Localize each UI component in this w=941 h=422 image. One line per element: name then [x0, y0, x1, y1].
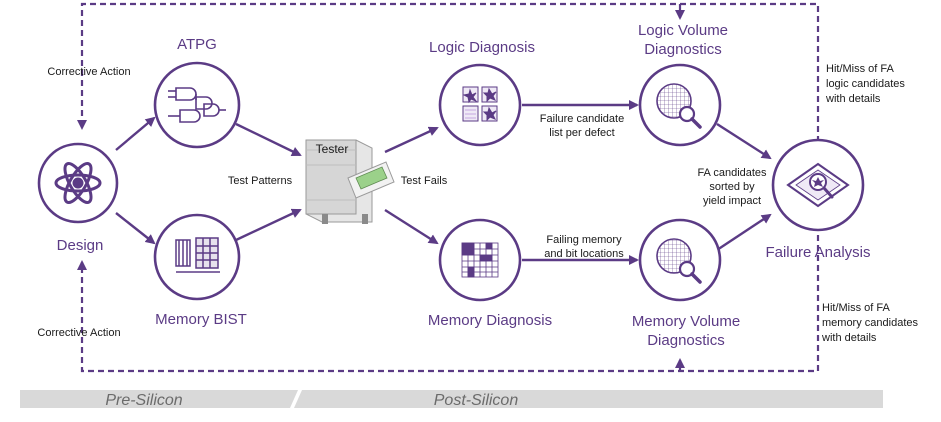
memory-feedback-path [77, 225, 820, 373]
hit-logic-line2: logic candidates [826, 78, 905, 90]
failure-analysis-icon [786, 162, 850, 208]
atpg-circle [153, 61, 241, 149]
pre-silicon-label: Pre-Silicon [105, 392, 182, 409]
memory-diagnosis-node: Memory Diagnosis [428, 218, 552, 329]
failure-candidate-line2: list per defect [549, 127, 614, 139]
logic-feedback-path [77, 2, 820, 142]
corrective-action-bottom: Corrective Action [37, 327, 120, 339]
logic-diagnosis-label: Logic Diagnosis [429, 39, 535, 56]
memory-volume-node: Memory Volume Diagnostics [632, 218, 740, 349]
failure-candidate-line1: Failure candidate [540, 113, 624, 125]
atom-icon [54, 162, 102, 204]
wafer-magnifier-icon [656, 83, 702, 129]
failure-analysis-node: Failure Analysis [765, 138, 871, 261]
arrow-logicvol-fa [716, 122, 772, 160]
memory-diagnosis-label: Memory Diagnosis [428, 312, 552, 329]
tester-node: Tester [305, 139, 395, 224]
wafer-magnifier-icon [656, 238, 702, 284]
memory-volume-label-1: Memory Volume [632, 313, 740, 330]
logic-volume-label-1: Logic Volume [638, 22, 728, 39]
pre-silicon-band [20, 390, 298, 408]
atpg-label: ATPG [177, 36, 217, 53]
phase-bar: Pre-Silicon Post-Silicon [20, 390, 883, 409]
memory-bist-circle [153, 213, 241, 301]
post-silicon-label: Post-Silicon [434, 392, 519, 409]
memory-chip-icon [175, 237, 220, 273]
arrow-tester-memdiag [384, 208, 439, 245]
flow-arrows [115, 100, 772, 265]
hit-memory-line1: Hit/Miss of FA [822, 302, 891, 314]
logic-volume-node: Logic Volume Diagnostics [638, 22, 728, 147]
hit-memory-line2: memory candidates [822, 317, 918, 329]
failing-memory-line2: and bit locations [544, 248, 624, 260]
hit-memory-line3: with details [821, 332, 877, 344]
logic-diagnosis-node: Logic Diagnosis [429, 39, 535, 147]
corrective-action-top: Corrective Action [47, 66, 130, 78]
memory-grid-icon [461, 242, 499, 278]
failure-analysis-label: Failure Analysis [765, 244, 870, 261]
arrow-memvol-fa [716, 213, 772, 252]
feedback-loops [77, 2, 820, 373]
logic-volume-label-2: Diagnostics [644, 41, 722, 58]
memory-volume-label-2: Diagnostics [647, 332, 725, 349]
design-node: Design [37, 142, 119, 254]
atpg-node: ATPG [153, 36, 241, 149]
hit-logic-line1: Hit/Miss of FA [826, 63, 895, 75]
arrow-atpg-tester [235, 122, 302, 157]
arrow-tester-logicdiag [384, 126, 439, 154]
fa-candidates-line2: sorted by [709, 181, 755, 193]
edge-labels: Corrective Action Corrective Action Test… [37, 63, 918, 344]
tester-label: Tester [316, 142, 349, 156]
logic-gates-icon [168, 87, 226, 123]
design-label: Design [57, 237, 104, 254]
fa-candidates-line1: FA candidates [697, 167, 767, 179]
test-patterns-label: Test Patterns [228, 175, 293, 187]
arrow-design-atpg [115, 116, 156, 151]
hit-logic-line3: with details [825, 93, 881, 105]
arrow-design-bist [115, 212, 156, 245]
post-silicon-band [294, 390, 883, 408]
arrow-bist-tester [235, 208, 302, 242]
memory-bist-label: Memory BIST [155, 311, 247, 328]
failing-memory-line1: Failing memory [546, 234, 622, 246]
test-fails-label: Test Fails [401, 175, 448, 187]
defect-map-icon [462, 86, 498, 122]
fa-candidates-line3: yield impact [703, 195, 761, 207]
memory-bist-node: Memory BIST [153, 213, 247, 328]
logic-diagnosis-circle [438, 63, 522, 147]
tester-machine-icon [305, 139, 395, 224]
